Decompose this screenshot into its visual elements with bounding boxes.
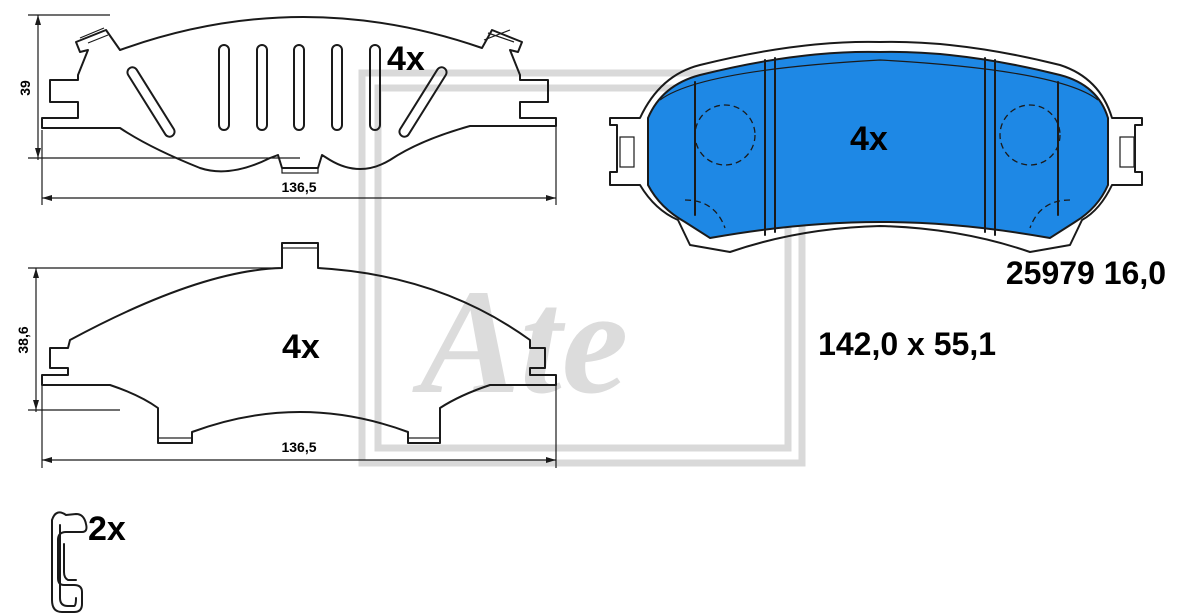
clip-top-width-label: 136,5 [281,179,316,195]
part-code: 25979 16,0 [1006,255,1166,291]
clip-bottom-drawing: 38,6 136,5 4x [15,242,557,468]
clip-bottom-width-label: 136,5 [281,439,316,455]
brake-pad-quantity: 4x [850,120,888,158]
clip-top-drawing: 39 136,5 4x [17,14,557,205]
friction-material [647,50,1109,240]
clip-top-height-label: 39 [17,80,33,96]
clip-bottom-quantity: 4x [282,328,320,366]
clip-top-quantity: 4x [387,40,425,78]
spring-drawing: 2x [51,510,126,613]
pad-dimensions: 142,0 x 55,1 [818,326,996,362]
watermark-logo: Ate [358,69,806,467]
watermark-text: Ate [412,259,628,425]
clip-bottom-height-label: 38,6 [15,326,31,353]
spring-quantity: 2x [88,510,126,548]
clip-top-slots [126,44,448,138]
brake-pad-drawing: 4x [609,40,1143,253]
